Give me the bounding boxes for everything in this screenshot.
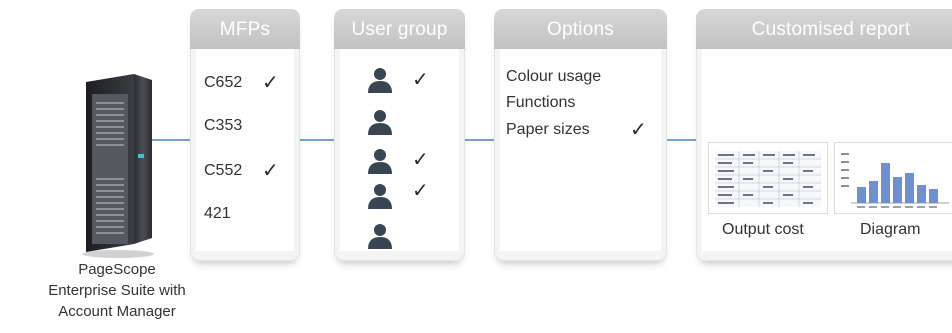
option-paper-sizes: Paper sizes — [506, 121, 590, 138]
check-icon: ✓ — [630, 119, 647, 141]
diagram-thumbnail — [834, 142, 952, 214]
output-cost-table-thumbnail — [708, 142, 828, 214]
mfp-item-c552: C552 — [204, 162, 243, 179]
bar-chart-icon — [841, 153, 949, 208]
check-icon: ✓ — [412, 180, 429, 202]
option-colour-usage: Colour usage — [506, 68, 602, 85]
server-label-line-1: PageScope — [78, 261, 156, 278]
user-group-panel-title: User group — [334, 9, 465, 49]
connector-mfps-users — [298, 139, 336, 141]
options-panel: Options Colour usage Functions Paper siz… — [494, 9, 667, 261]
table-icon — [715, 151, 821, 207]
mfp-item-421: 421 — [204, 205, 231, 222]
check-icon: ✓ — [262, 72, 279, 94]
user-group-list: ✓ ✓ ✓ — [340, 49, 459, 251]
mfps-list: C652 ✓ C353 C552 ✓ 421 — [196, 49, 294, 251]
option-functions: Functions — [506, 94, 576, 111]
diagram-caption: Diagram — [860, 221, 921, 238]
server-icon — [82, 74, 154, 258]
mfp-item-c353: C353 — [204, 117, 243, 134]
mfp-item-c652: C652 — [204, 74, 243, 91]
user-icon — [368, 68, 392, 93]
report-panel: Customised report — [696, 9, 952, 261]
options-panel-title: Options — [494, 9, 667, 49]
check-icon: ✓ — [262, 160, 279, 182]
server-label-line-3: Account Manager — [58, 303, 176, 320]
connector-server-mfps — [152, 139, 192, 141]
user-icon — [368, 184, 392, 209]
output-cost-caption: Output cost — [722, 221, 804, 238]
connector-users-options — [463, 139, 496, 141]
report-panel-title: Customised report — [696, 9, 952, 49]
server-label: PageScope Enterprise Suite with Account … — [30, 259, 204, 322]
check-icon: ✓ — [412, 69, 429, 91]
user-group-panel: User group ✓ ✓ ✓ — [334, 9, 465, 261]
check-icon: ✓ — [412, 149, 429, 171]
options-list: Colour usage Functions Paper sizes ✓ — [500, 49, 661, 251]
connector-options-report — [665, 139, 698, 141]
report-body: Output cost — [702, 49, 952, 251]
user-icon — [368, 110, 392, 135]
mfps-panel: MFPs C652 ✓ C353 C552 ✓ 421 — [190, 9, 300, 261]
user-icon — [368, 149, 392, 174]
server-label-line-2: Enterprise Suite with — [48, 282, 186, 299]
mfps-panel-title: MFPs — [190, 9, 300, 49]
user-icon — [368, 224, 392, 249]
